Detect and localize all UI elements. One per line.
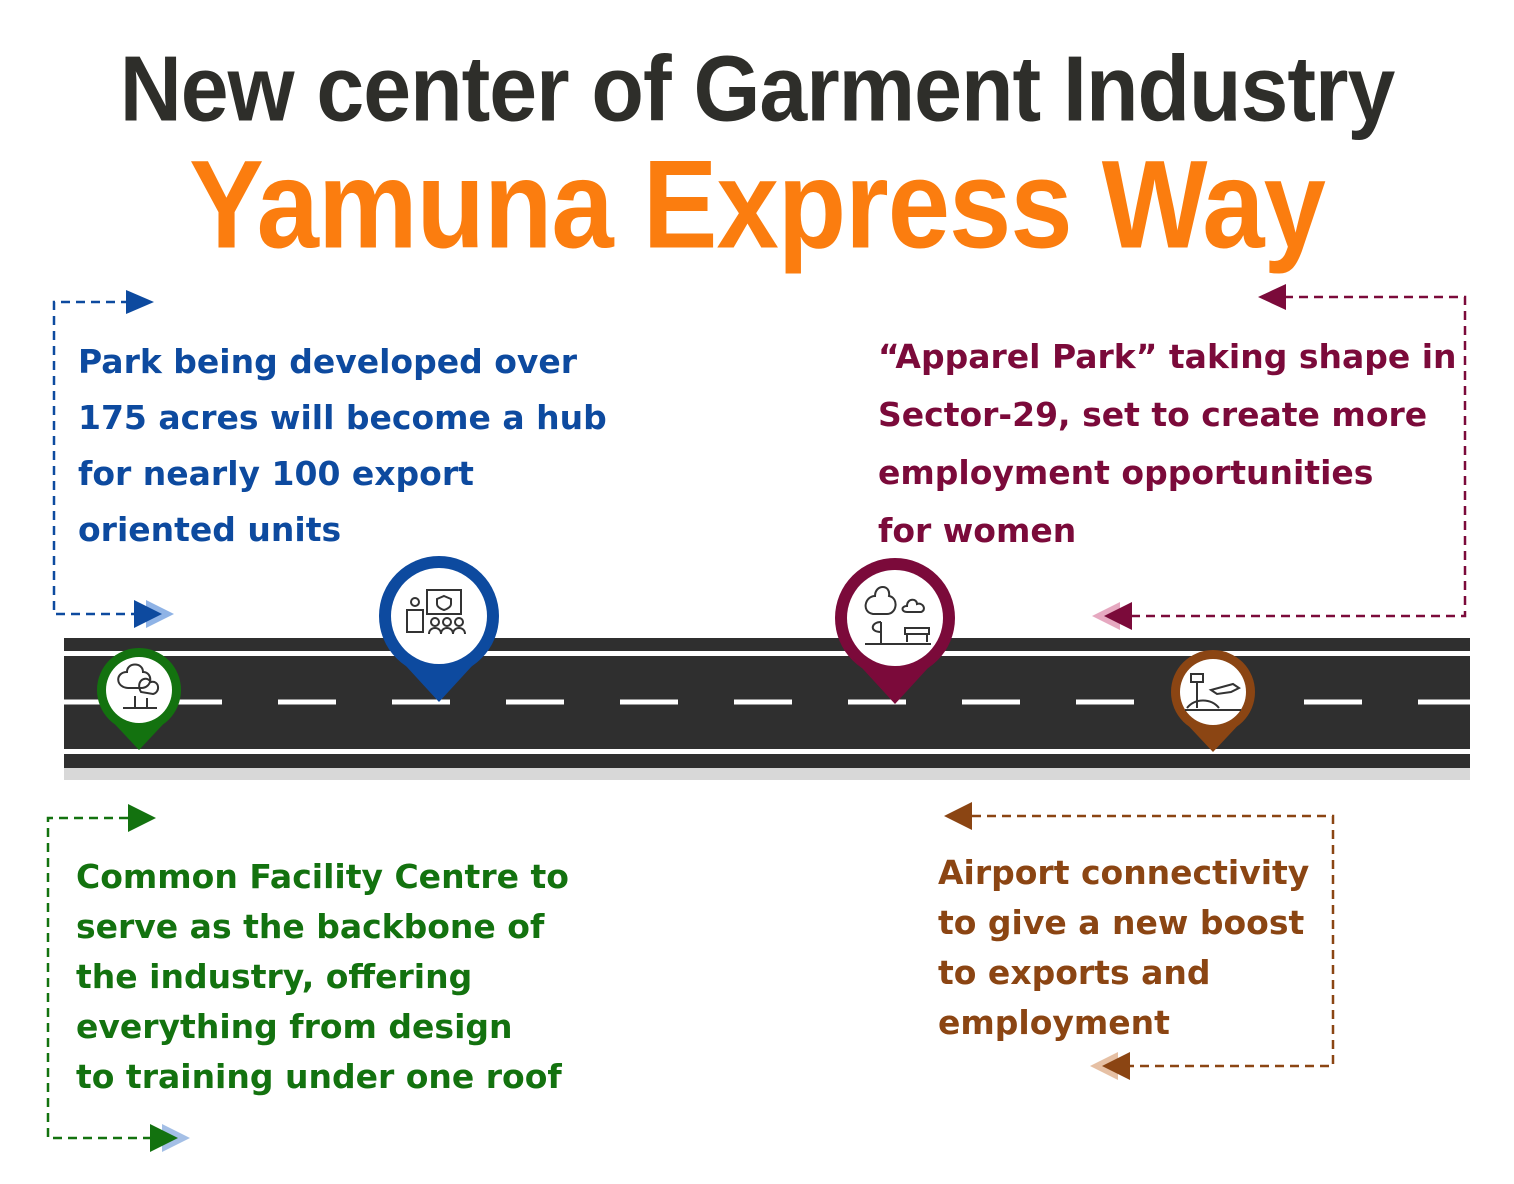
maroon-arrow-top	[1258, 284, 1286, 310]
marker-maroon	[835, 558, 955, 704]
road	[64, 638, 1470, 780]
green-arrow-top	[128, 804, 156, 832]
marker-green	[97, 648, 181, 750]
conference-icon	[406, 589, 466, 635]
brown-connector	[972, 814, 1335, 1068]
note-airport: Airport connectivity to give a new boost…	[938, 853, 1310, 1042]
note-apparel-park: “Apparel Park” taking shape in Sector-29…	[878, 337, 1457, 550]
brown-arrow-bottom	[1102, 1052, 1130, 1080]
marker-brown	[1171, 650, 1255, 752]
airport-icon	[1185, 673, 1241, 711]
brown-arrow-top	[944, 802, 972, 830]
marker-blue	[379, 556, 499, 702]
blue-arrow-top	[126, 290, 154, 314]
trees-icon	[117, 663, 159, 709]
green-arrow-bottom	[150, 1124, 178, 1152]
page-subtitle: Yamuna Express Way	[189, 134, 1326, 275]
blue-connector	[52, 300, 136, 616]
maroon-arrow-bottom	[1104, 602, 1132, 630]
maroon-connector	[1124, 295, 1467, 618]
note-export-units: Park being developed over 175 acres will…	[78, 342, 607, 549]
park-icon	[864, 586, 931, 645]
page-title: New center of Garment Industry	[119, 37, 1396, 141]
blue-arrow-bottom	[134, 600, 162, 628]
green-connector	[46, 816, 152, 1140]
note-common-facility: Common Facility Centre to serve as the b…	[76, 857, 569, 1096]
